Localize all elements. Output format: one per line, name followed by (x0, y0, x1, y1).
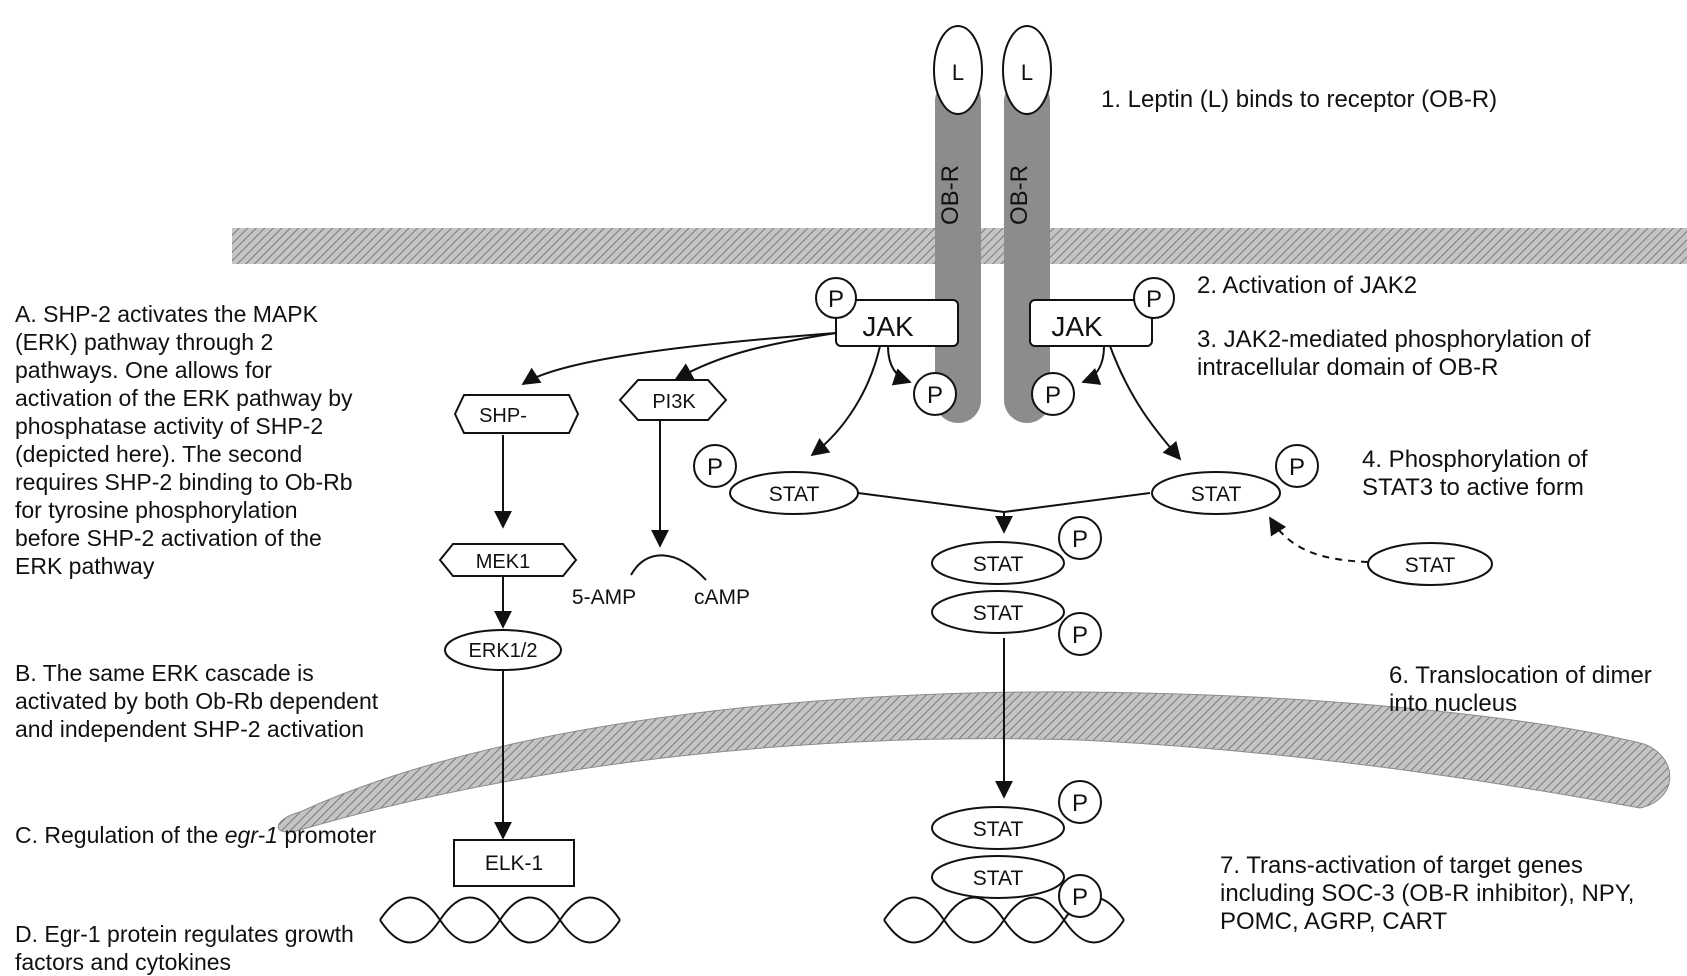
jak-label-right: JAK (1051, 311, 1103, 342)
arrow-jak-to-stat-left (812, 346, 880, 455)
leptin-label-right: L (1021, 60, 1033, 85)
stat-dimer-bottom-label: STAT (973, 602, 1024, 625)
stat-dimer-top-label: STAT (973, 553, 1024, 576)
leptin-label-left: L (952, 60, 964, 85)
step-4-text: 4. Phosphorylation of STAT3 to active fo… (1362, 446, 1587, 502)
phospho-dimer-bottom-label: P (1072, 622, 1088, 649)
receptor-right (1004, 78, 1050, 423)
step-1-text: 1. Leptin (L) binds to receptor (OB-R) (1101, 86, 1497, 114)
elk1-label: ELK-1 (485, 852, 543, 875)
step-2-text: 2. Activation of JAK2 (1197, 272, 1417, 300)
phospho-receptor-left-label: P (927, 382, 943, 409)
shp-label: SHP- (479, 405, 527, 427)
dna-left (380, 898, 620, 943)
receptor-label-left: OB-R (937, 165, 964, 225)
stat-merge-lines (858, 493, 1150, 512)
phospho-dimer-top-label: P (1072, 526, 1088, 553)
receptor-left (935, 78, 981, 423)
note-a-text: A. SHP-2 activates the MAPK (ERK) pathwa… (15, 300, 353, 580)
mek1-label: MEK1 (476, 551, 530, 573)
phospho-receptor-right-label: P (1045, 382, 1061, 409)
arrow-jak-to-p-right (1083, 346, 1104, 382)
step-3-text: 3. JAK2-mediated phosphorylation of intr… (1197, 326, 1591, 382)
stat-right-label: STAT (1191, 483, 1242, 506)
phospho-nuclear-bottom-label: P (1072, 884, 1088, 911)
arrow-free-stat-dashed (1270, 518, 1368, 562)
phospho-jak-right-label: P (1146, 286, 1162, 313)
note-b-text: B. The same ERK cascade is activated by … (15, 659, 378, 743)
amp-conversion-curve (631, 555, 706, 580)
pi3k-label: PI3K (652, 391, 696, 413)
phospho-nuclear-top-label: P (1072, 790, 1088, 817)
amp5-label: 5-AMP (572, 586, 636, 609)
camp-label: cAMP (694, 586, 750, 609)
phospho-jak-left-label: P (828, 286, 844, 313)
receptor-label-right: OB-R (1006, 165, 1033, 225)
note-c-suffix: promoter (278, 822, 376, 848)
jak-label-left: JAK (862, 311, 914, 342)
phospho-stat-right-label: P (1289, 454, 1305, 481)
note-c-gene: egr-1 (225, 822, 278, 848)
stat-left-label: STAT (769, 483, 820, 506)
stat-nuclear-bottom-label: STAT (973, 867, 1024, 890)
step-6-text: 6. Translocation of dimer into nucleus (1389, 662, 1652, 718)
note-c-text: C. Regulation of the egr-1 promoter (15, 821, 376, 849)
stat-nuclear-top-label: STAT (973, 818, 1024, 841)
arrow-jak-to-p-left (888, 346, 910, 382)
note-d-text: D. Egr-1 protein regulates growth factor… (15, 920, 354, 976)
note-c-prefix: C. Regulation of the (15, 822, 225, 848)
phospho-stat-left-label: P (707, 454, 723, 481)
arrow-jak-to-stat-right (1110, 346, 1180, 459)
erk12-label: ERK1/2 (469, 640, 538, 662)
step-7-text: 7. Trans-activation of target genes incl… (1220, 852, 1634, 936)
stat-free-label: STAT (1405, 554, 1456, 577)
